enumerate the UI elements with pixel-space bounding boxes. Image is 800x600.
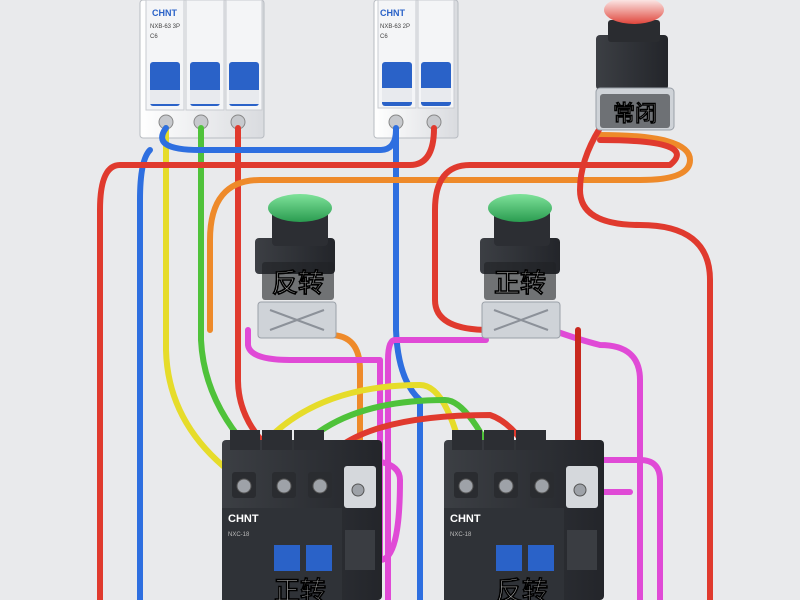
control-breaker-brand: CHNT — [380, 8, 405, 18]
control-breaker: CHNT NXB-63 2P C6 — [373, 0, 459, 139]
wire-yellow-cross — [243, 382, 471, 485]
wire-magenta-left — [245, 327, 383, 563]
reverse-button[interactable]: 反转 — [255, 194, 337, 339]
wire-red-control — [97, 125, 437, 600]
contactor-left-label: 正转 — [274, 577, 326, 600]
terminal[interactable] — [498, 478, 514, 494]
main-breaker-brand: CHNT — [152, 8, 177, 18]
terminal[interactable] — [573, 483, 587, 497]
contactor-right-label: 反转 — [496, 577, 548, 600]
control-breaker-rating: C6 — [380, 34, 388, 40]
terminal[interactable] — [458, 478, 474, 494]
terminal[interactable] — [312, 478, 328, 494]
wire-magenta-right-2 — [577, 457, 663, 600]
contactor-left: CHNT NXC-18 正转 — [222, 430, 382, 600]
stop-button-label: 常闭 — [613, 101, 657, 127]
control-breaker-model: NXB-63 2P — [380, 24, 410, 30]
contactor-right-model: NXC-18 — [450, 532, 472, 538]
terminal[interactable] — [351, 483, 365, 497]
wire-red-stop — [432, 137, 680, 333]
terminal[interactable] — [236, 478, 252, 494]
wire-blue-left — [137, 147, 153, 600]
wire-orange-loop — [207, 132, 693, 333]
main-breaker: CHNT NXB-63 3P C6 — [139, 0, 265, 139]
reverse-button-cap[interactable] — [268, 194, 332, 222]
stop-button-cap[interactable] — [604, 0, 664, 24]
forward-button[interactable]: 正转 — [480, 194, 561, 339]
wire-magenta-mid — [385, 337, 489, 600]
reverse-button-label: 反转 — [272, 269, 324, 299]
main-breaker-rating: C6 — [150, 34, 158, 40]
stop-button[interactable]: 常闭 — [595, 0, 675, 131]
contactor-left-brand: CHNT — [228, 513, 259, 525]
forward-button-cap[interactable] — [488, 194, 552, 222]
contactor-left-model: NXC-18 — [228, 532, 250, 538]
main-breaker-model: NXB-63 3P — [150, 24, 180, 30]
terminal[interactable] — [534, 478, 550, 494]
wires — [97, 125, 713, 600]
contactor-right-brand: CHNT — [450, 513, 481, 525]
contactor-right: CHNT NXC-18 反转 — [444, 430, 604, 600]
forward-button-label: 正转 — [494, 269, 546, 299]
terminal[interactable] — [276, 478, 292, 494]
wire-red-right — [577, 125, 713, 600]
wire-magenta-right — [549, 327, 643, 600]
